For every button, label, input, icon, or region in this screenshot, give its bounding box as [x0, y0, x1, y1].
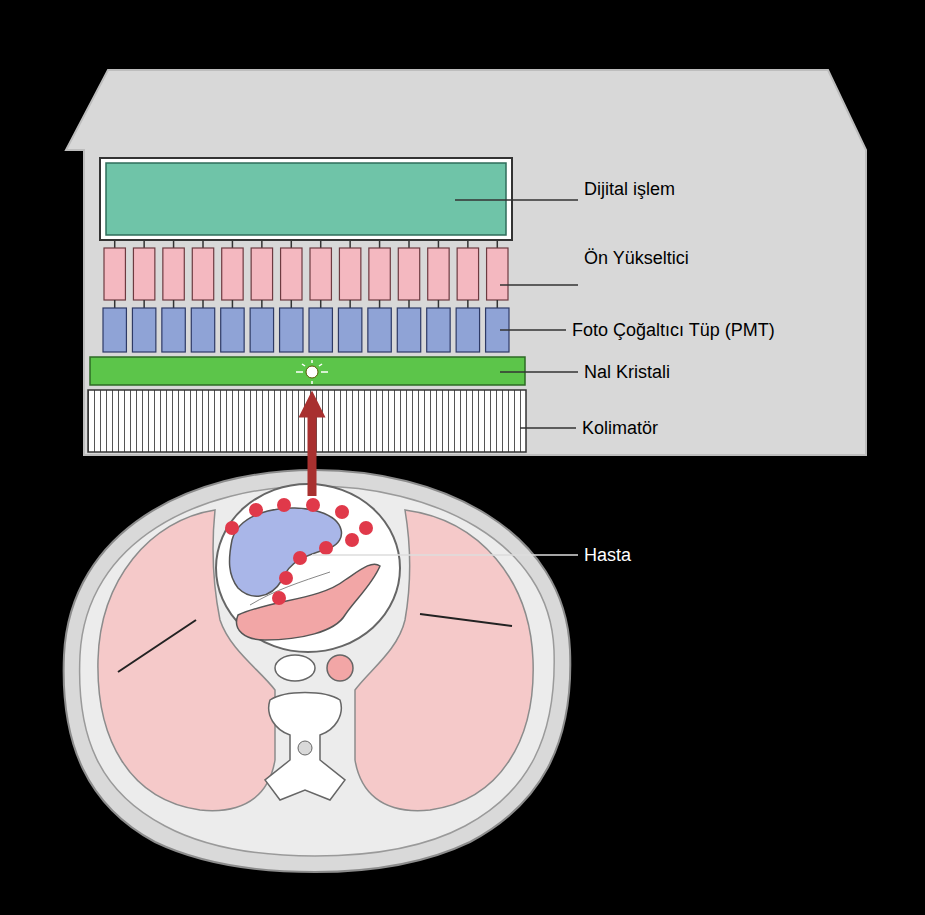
- digital-processing-board: [100, 158, 512, 240]
- nai-crystal: [90, 357, 525, 385]
- collimator: [88, 390, 526, 452]
- preamplifier-label: Ön Yükseltici: [584, 247, 689, 269]
- preamplifier-row: [104, 240, 508, 308]
- crystal-label: Nal Kristali: [584, 361, 670, 383]
- photomultiplier-row: [103, 308, 509, 352]
- camera-housing: [66, 70, 866, 455]
- patient-label: Hasta: [584, 544, 631, 566]
- digital-processing-label: Dijital işlem: [584, 178, 675, 200]
- patient-torso: [64, 470, 571, 872]
- scintillation-flash: [296, 360, 328, 384]
- leader-lines: [312, 200, 578, 555]
- collimator-label: Kolimatör: [582, 417, 658, 439]
- photomultiplier-label: Foto Çoğaltıcı Tüp (PMT): [572, 319, 775, 341]
- gamma-ray-arrow: [308, 404, 317, 496]
